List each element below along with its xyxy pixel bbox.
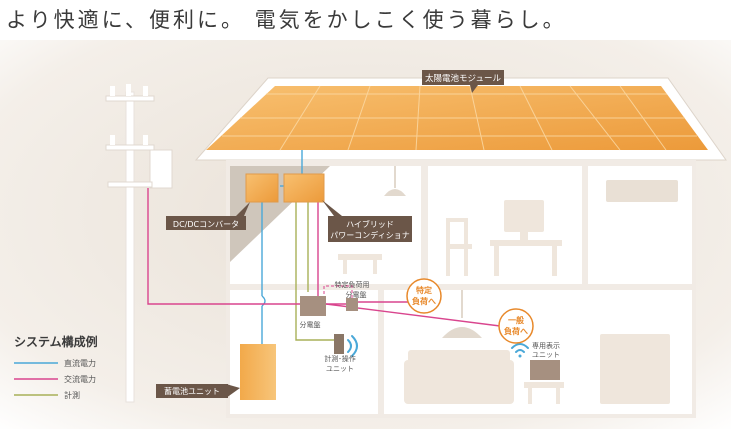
legend-title: システム構成例 bbox=[14, 334, 98, 349]
meter-unit-label-line2: ユニット bbox=[326, 365, 354, 373]
legend-item-dc: 直流電力 bbox=[14, 358, 96, 368]
dcdc-converter-label-text: DC/DCコンバータ bbox=[173, 220, 239, 229]
specific-load-board-label-line2: 分電盤 bbox=[346, 290, 367, 299]
meter-unit-label-line1: 計測･操作 bbox=[324, 354, 356, 363]
legend-item-measure: 計測 bbox=[14, 390, 80, 400]
specific-load-text-line1: 特定 bbox=[416, 285, 432, 295]
solar-panel-grid bbox=[222, 85, 697, 151]
furniture bbox=[338, 166, 678, 404]
hybrid-pcs-label-line2: パワーコンディショナ bbox=[330, 230, 409, 240]
dcdc-converter-label: DC/DCコンバータ bbox=[166, 202, 250, 230]
system-diagram: 太陽電池モジュール DC/DCコンバータ ハイブリッド パワーコンディショナ 蓄… bbox=[0, 40, 731, 429]
specific-load-board-label-line1: 特定負荷用 bbox=[335, 280, 370, 289]
display-unit-box bbox=[530, 360, 560, 380]
distribution-board-label: 分電盤 bbox=[300, 320, 321, 329]
hybrid-pcs-box bbox=[283, 173, 325, 203]
storage-unit-label: 蓄電池ユニット bbox=[156, 384, 240, 398]
hybrid-pcs-label: ハイブリッド パワーコンディショナ bbox=[322, 200, 412, 242]
general-load-text-line2: 負荷へ bbox=[504, 326, 528, 336]
solar-module-label-text: 太陽電池モジュール bbox=[425, 73, 501, 84]
general-load-text-line1: 一般 bbox=[508, 315, 524, 325]
specific-load-marker: 特定 負荷へ bbox=[406, 278, 442, 314]
legend-item-ac-label: 交流電力 bbox=[64, 374, 96, 384]
specific-load-dashed-line bbox=[323, 285, 353, 298]
storage-battery-box bbox=[240, 344, 276, 400]
meter-unit-box bbox=[334, 334, 344, 354]
legend-item-dc-label: 直流電力 bbox=[64, 358, 96, 368]
display-unit-label-line2: ユニット bbox=[532, 351, 560, 359]
specific-load-text-line2: 負荷へ bbox=[412, 296, 436, 306]
general-load-marker: 一般 負荷へ bbox=[498, 308, 534, 344]
measurement-lines bbox=[295, 198, 334, 341]
wifi-icon bbox=[511, 343, 529, 358]
solar-module-label: 太陽電池モジュール bbox=[422, 70, 504, 93]
wifi-icon bbox=[347, 335, 358, 357]
legend-item-measure-label: 計測 bbox=[64, 390, 80, 400]
headline: より快適に、便利に。 電気をかしこく使う暮らし。 bbox=[6, 8, 567, 32]
legend-item-ac: 交流電力 bbox=[14, 374, 96, 384]
dcdc-converter-box bbox=[245, 173, 279, 203]
hybrid-pcs-label-line1: ハイブリッド bbox=[346, 219, 394, 229]
storage-unit-label-text: 蓄電池ユニット bbox=[164, 386, 220, 396]
legend: システム構成例 直流電力 交流電力 計測 bbox=[14, 334, 98, 400]
utility-pole bbox=[105, 84, 173, 403]
distribution-board-box bbox=[300, 296, 326, 316]
specific-load-board-box bbox=[346, 298, 358, 311]
display-unit-label-line1: 専用表示 bbox=[532, 341, 560, 350]
